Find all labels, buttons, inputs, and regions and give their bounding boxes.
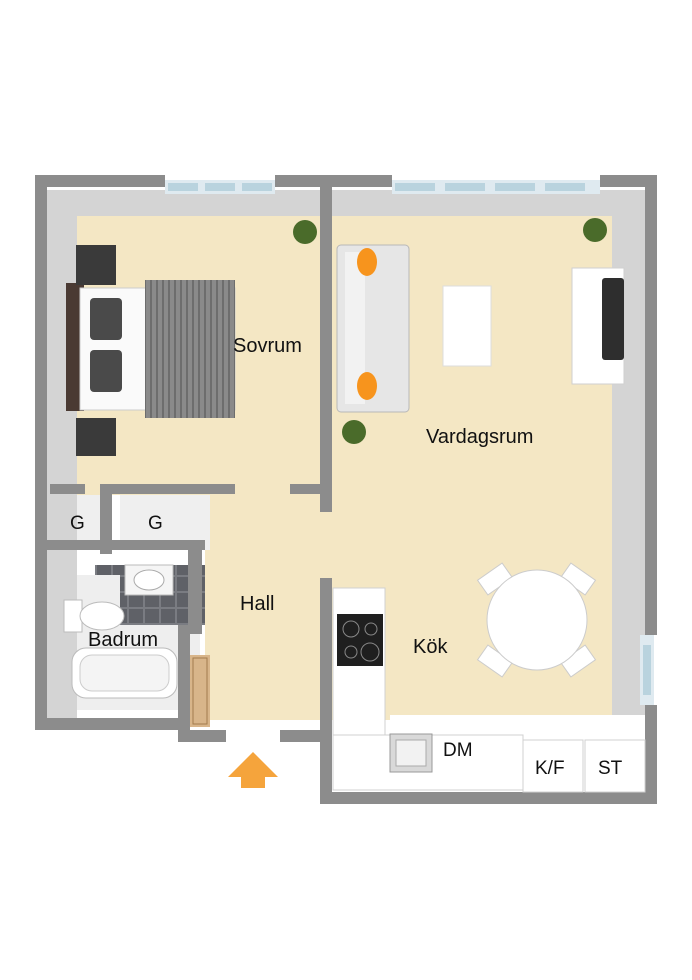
bed-icon bbox=[66, 245, 236, 456]
room-label-sovrum: Sovrum bbox=[233, 335, 302, 357]
fridge-freezer bbox=[522, 739, 584, 793]
windows bbox=[165, 180, 654, 705]
entrance-arrow-icon bbox=[228, 752, 278, 788]
toilet-icon bbox=[63, 599, 125, 633]
bathroom-sink-icon bbox=[124, 564, 174, 596]
walls bbox=[35, 175, 657, 804]
stove-icon bbox=[337, 614, 383, 666]
storage-cabinet bbox=[584, 739, 646, 793]
room-label-vardagsrum: Vardagsrum bbox=[426, 426, 534, 448]
closet-label-1: G bbox=[70, 513, 85, 534]
closet-label-2: G bbox=[148, 513, 163, 534]
plant-icon bbox=[293, 218, 607, 444]
tv-icon bbox=[571, 267, 625, 385]
sofa-icon bbox=[336, 244, 410, 413]
room-label-kok: Kök bbox=[413, 636, 448, 658]
wall-shading bbox=[45, 190, 645, 720]
dining-table-icon bbox=[476, 562, 597, 678]
storage-label: ST bbox=[598, 758, 623, 779]
room-label-hall: Hall bbox=[240, 593, 275, 615]
dishwasher-label: DM bbox=[443, 740, 473, 761]
fridge-freezer-label: K/F bbox=[535, 758, 565, 779]
room-label-badrum: Badrum bbox=[88, 629, 159, 651]
bathtub-icon bbox=[71, 647, 178, 699]
coffee-table bbox=[442, 285, 492, 367]
sink-icon bbox=[389, 733, 433, 773]
towel-rack bbox=[190, 655, 210, 727]
